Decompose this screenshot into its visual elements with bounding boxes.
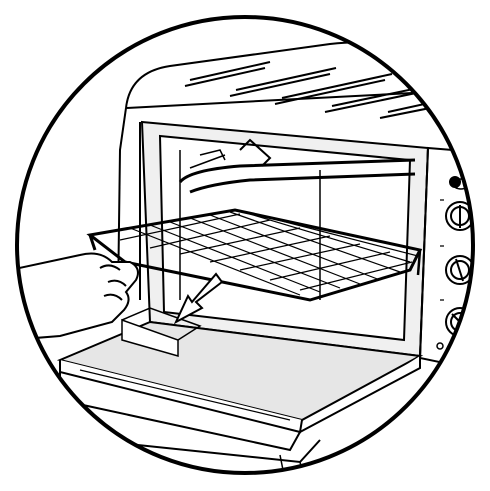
hand — [10, 254, 138, 340]
diagram-content — [10, 42, 478, 484]
oven-housing-top — [126, 42, 470, 118]
control-panel — [420, 148, 478, 370]
